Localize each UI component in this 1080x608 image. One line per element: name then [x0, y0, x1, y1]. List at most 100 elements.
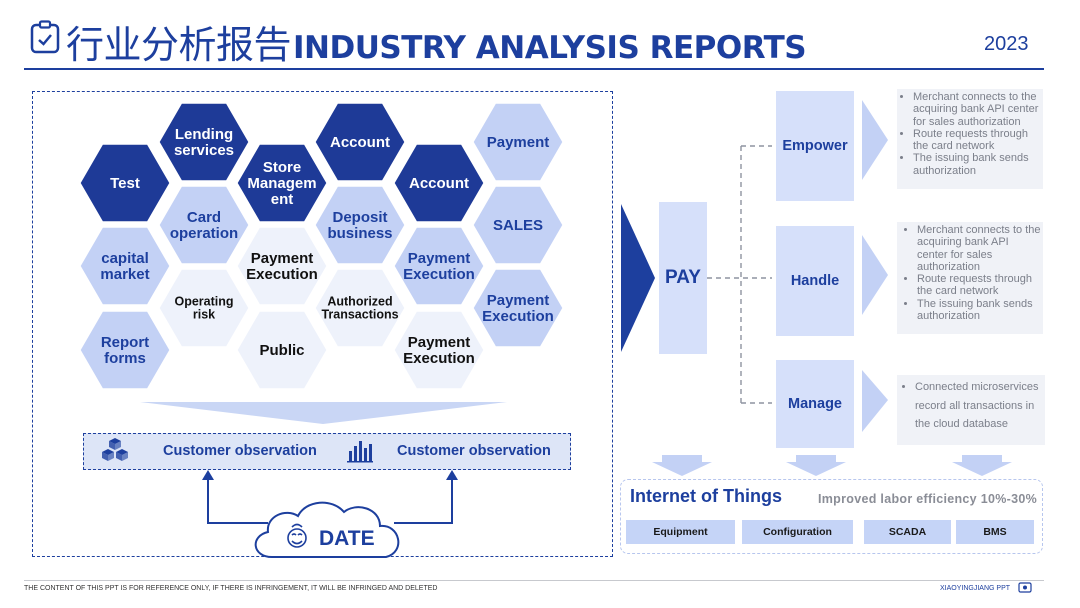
branch-desc-manage: Connected microservices record all trans…: [897, 375, 1045, 445]
branch-desc-handle: Merchant connects to the acquiring bank …: [897, 222, 1043, 334]
year-label: 2023: [984, 33, 1029, 55]
hexagon-label: Report: [101, 334, 149, 351]
hexagon-label: Account: [330, 134, 390, 151]
hexagon-label: risk: [193, 308, 215, 322]
hexagon-label: Payment: [408, 334, 471, 351]
branch-label-handle: Handle: [790, 273, 840, 289]
chevron-right-big: [621, 204, 655, 352]
arrow-up-left: [202, 470, 214, 480]
hexagon-label: services: [174, 142, 234, 159]
desc-item: Merchant connects to the acquiring bank …: [913, 91, 1041, 128]
hexagon-tile: [312, 266, 408, 350]
brand-logo-icon: [1018, 582, 1032, 593]
page-title-en: INDUSTRY ANALYSIS REPORTS: [293, 30, 807, 66]
hexagon-label: capital: [101, 250, 149, 267]
hexagon-tile: [77, 308, 173, 392]
hexagon-tile: [77, 141, 173, 225]
hexagon-tile: [156, 266, 252, 350]
footer-divider: [24, 580, 1044, 581]
hexagon-label: operation: [170, 225, 238, 242]
hexagon-label: Card: [187, 209, 221, 226]
hexagon-label: Test: [110, 175, 140, 192]
branch-chevron-3: [862, 370, 888, 432]
footer-disclaimer: THE CONTENT OF THIS PPT IS FOR REFERENCE…: [24, 585, 438, 592]
hexagon-tile: [312, 100, 408, 184]
iot-panel: [620, 479, 1043, 554]
cubes-icon: [102, 438, 128, 461]
hexagon-tile: [234, 224, 330, 308]
hexagon-label: Payment: [487, 134, 550, 151]
desc-item: Route requests through the card network: [917, 273, 1041, 298]
hexagon-grid: TestLendingservicesStoreManagementAccoun…: [77, 100, 566, 392]
desc-item: Merchant connects to the acquiring bank …: [917, 224, 1041, 273]
hexagon-tile: [391, 308, 487, 392]
hexagon-label: Deposit: [332, 209, 387, 226]
arrow-up-right: [446, 470, 458, 480]
desc-item: The issuing bank sends authorization: [913, 152, 1041, 177]
observation-bar: [83, 433, 571, 470]
hexagon-label: Managem: [247, 175, 316, 192]
hexagon-label: Payment: [251, 250, 314, 267]
down-arrow-2: [786, 455, 846, 476]
branch-label-manage: Manage: [788, 396, 842, 412]
branch-chevron-1: [862, 100, 888, 180]
hexagon-tile: [391, 224, 487, 308]
down-arrow-3: [952, 455, 1012, 476]
desc-item: Route requests through the card network: [913, 128, 1041, 153]
branch-box-empower: Empower: [776, 91, 854, 201]
funnel-shape: [140, 402, 507, 424]
header-divider: [24, 68, 1044, 70]
sync-arrows: [207, 476, 453, 524]
pay-label: PAY: [665, 267, 701, 288]
hexagon-label: SALES: [493, 217, 543, 234]
clipboard-icon: [30, 20, 60, 54]
pay-box: PAY: [659, 202, 707, 354]
desc-item: The issuing bank sends authorization: [917, 298, 1041, 323]
hexagon-tile: [156, 100, 252, 184]
iot-item-equipment[interactable]: Equipment: [626, 520, 735, 544]
desc-item: Connected microservices record all trans…: [915, 378, 1041, 434]
hexagon-label: Lending: [175, 126, 233, 143]
hexagon-tile: [156, 183, 252, 267]
hexagon-label: Payment: [487, 292, 550, 309]
observation-right-label: Customer observation: [397, 443, 551, 459]
hexagon-tile: [234, 141, 330, 225]
hexagon-label: Execution: [403, 350, 475, 367]
hexagon-label: Authorized: [327, 295, 392, 309]
hexagon-label: Transactions: [321, 308, 398, 322]
iot-item-bms[interactable]: BMS: [956, 520, 1034, 544]
cloud-shape: [254, 501, 400, 558]
iot-subtitle: Improved labor efficiency 10%-30%: [818, 492, 1038, 506]
hexagon-label: business: [327, 225, 392, 242]
iot-item-configuration[interactable]: Configuration: [742, 520, 853, 544]
branch-box-manage: Manage: [776, 360, 854, 448]
hexagon-label: Account: [409, 175, 469, 192]
branch-connectors: [707, 145, 772, 404]
hexagon-tile: [470, 266, 566, 350]
hexagon-tile: [312, 183, 408, 267]
branch-label-empower: Empower: [782, 138, 848, 154]
hexagon-label: Execution: [246, 266, 318, 283]
iot-item-scada[interactable]: SCADA: [864, 520, 951, 544]
page-title: 行业分析报告INDUSTRY ANALYSIS REPORTS: [66, 14, 807, 69]
bar-chart-icon: [347, 441, 373, 463]
branch-desc-empower: Merchant connects to the acquiring bank …: [897, 89, 1043, 189]
page-title-cn: 行业分析报告: [66, 23, 292, 67]
observation-left-label: Customer observation: [163, 443, 317, 459]
hexagon-tile: [470, 100, 566, 184]
hexagon-label: Execution: [403, 266, 475, 283]
hexagon-label: Store: [263, 159, 301, 176]
branch-box-handle: Handle: [776, 226, 854, 336]
hexagon-label: Payment: [408, 250, 471, 267]
hexagon-label: forms: [104, 350, 146, 367]
down-arrow-1: [652, 455, 712, 476]
hexagon-tile: [391, 141, 487, 225]
smiley-icon: [287, 523, 307, 548]
cloud-label: DATE: [319, 527, 375, 550]
hexagon-label: Execution: [482, 308, 554, 325]
hexagon-label: Operating: [174, 295, 233, 309]
hexagon-tile: [470, 183, 566, 267]
hexagon-tile: [234, 308, 330, 392]
iot-title: Internet of Things: [630, 486, 782, 506]
